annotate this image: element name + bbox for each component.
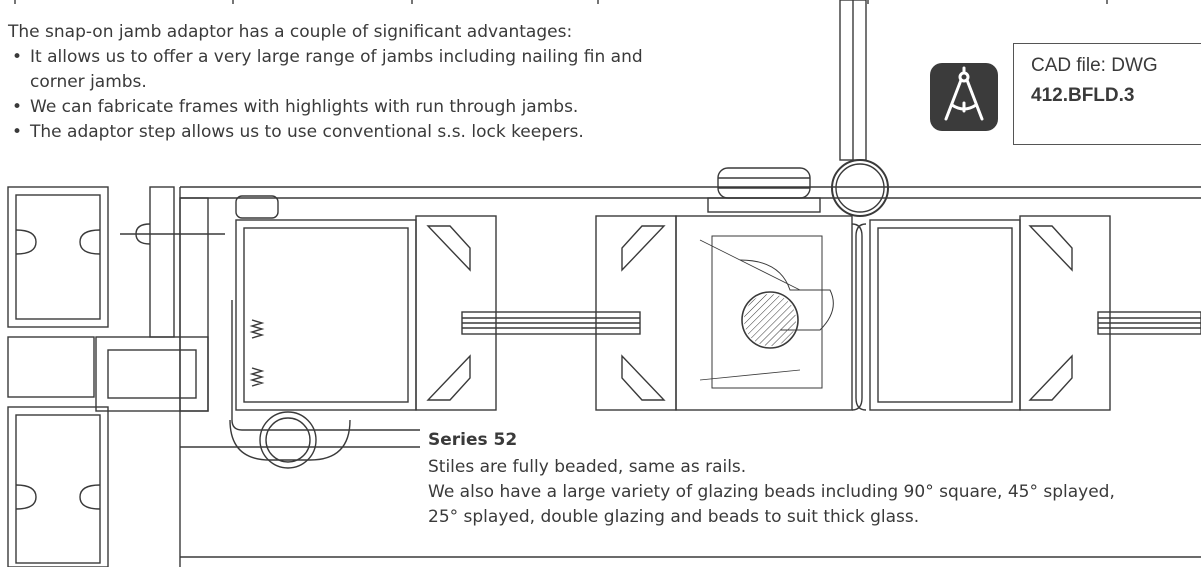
cad-file-code: 412.BFLD.3 — [1031, 85, 1135, 106]
series-line: We also have a large variety of glazing … — [428, 482, 1115, 502]
cad-file-box: CAD file: DWG 412.BFLD.3 — [1013, 43, 1201, 145]
series-line: Stiles are fully beaded, same as rails. — [428, 457, 747, 477]
series-caption: Series 52 Stiles are fully beaded, same … — [428, 428, 1201, 530]
intro-text: The snap-on jamb adaptor has a couple of… — [8, 20, 698, 145]
list-item: •It allows us to offer a very large rang… — [12, 47, 643, 92]
list-item: •We can fabricate frames with highlights… — [12, 97, 579, 117]
drafting-compass-icon[interactable] — [930, 63, 998, 131]
advantages-list: •It allows us to offer a very large rang… — [8, 45, 698, 145]
intro-heading: The snap-on jamb adaptor has a couple of… — [8, 22, 573, 42]
series-title: Series 52 — [428, 430, 518, 450]
cad-file-label: CAD file: DWG — [1031, 55, 1158, 76]
list-item: •The adaptor step allows us to use conve… — [12, 122, 584, 142]
series-line: 25° splayed, double glazing and beads to… — [428, 507, 920, 527]
